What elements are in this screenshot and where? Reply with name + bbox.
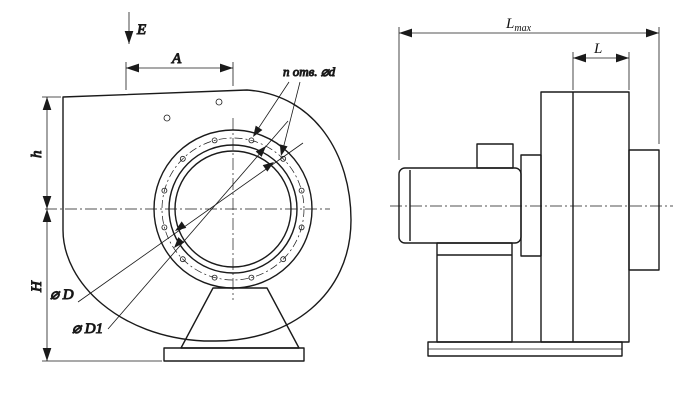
casing-hole-top [215, 98, 223, 106]
dim-Lmax-label: Lmax [505, 16, 532, 34]
dim-A: A [125, 51, 234, 90]
base-plate-front [163, 347, 305, 362]
motor-pedestal [436, 242, 513, 343]
dim-D1: ⌀ D1 [72, 120, 289, 338]
bolt-circle [161, 137, 305, 281]
holes-note-label: n отв. ⌀d [283, 64, 336, 79]
motor-body [398, 167, 522, 244]
housing-side [540, 91, 630, 343]
inlet-collar [628, 149, 660, 271]
dim-Lmax: Lmax [398, 16, 660, 160]
dim-D1-label: ⌀ D1 [72, 321, 103, 337]
dim-E-label: E [136, 22, 146, 38]
front-view: E A h H ⌀ D [29, 12, 352, 362]
dim-A-label: A [171, 51, 182, 67]
casing-hole-left [163, 114, 171, 122]
dim-H: H [29, 209, 162, 362]
bolt-holes [161, 137, 305, 281]
motor-bracket [520, 154, 542, 257]
volute-casing-outline [62, 89, 352, 342]
dim-E: E [124, 12, 147, 44]
side-view: Lmax L [390, 16, 673, 357]
dim-h: h [29, 96, 61, 209]
dim-L-label: L [593, 41, 602, 57]
dim-h-label: h [29, 151, 45, 159]
dim-L: L [572, 41, 630, 90]
holes-note: n отв. ⌀d [253, 64, 336, 156]
terminal-box [476, 143, 514, 169]
dim-H-label: H [29, 280, 45, 293]
dim-D: ⌀ D [50, 142, 304, 304]
dim-D-label: ⌀ D [50, 287, 74, 303]
